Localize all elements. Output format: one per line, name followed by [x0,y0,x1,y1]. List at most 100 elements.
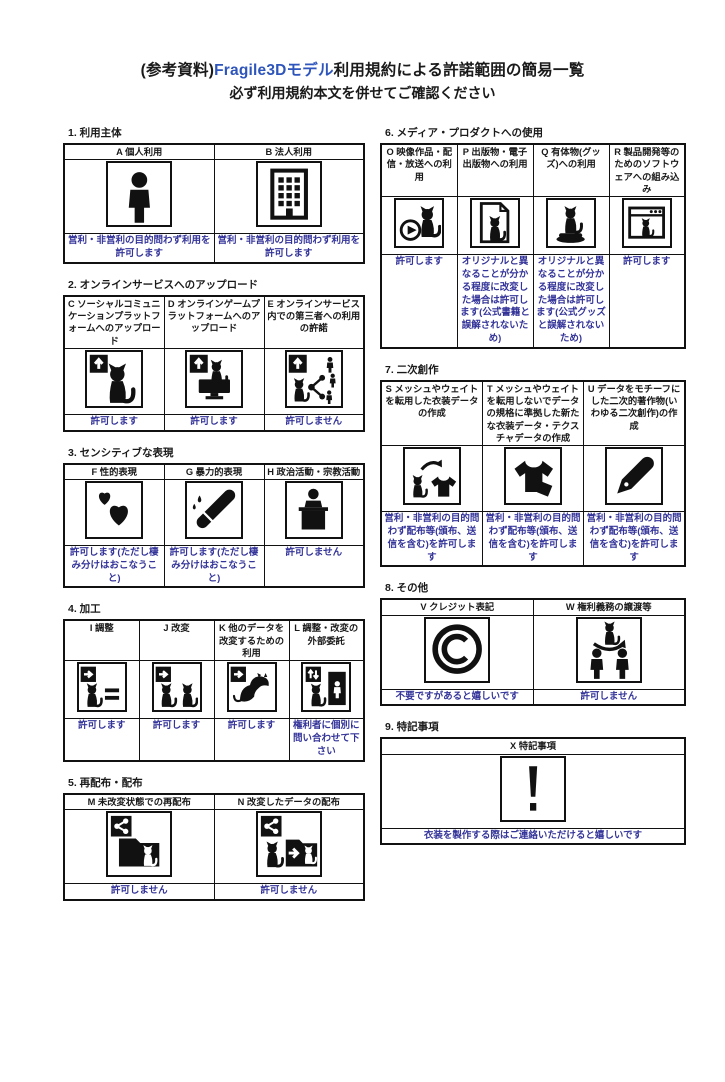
item-R-answer: 許可します [608,254,686,349]
item-J-icon-cell [138,660,215,720]
item-O-icon-cell [380,196,458,256]
item-I-answer: 許可します [63,718,140,762]
item-T-header: T メッシュやウェイトを転用しないでデータの規格に準拠した新たな衣装データ・テク… [481,380,585,447]
item-W-answer: 許可しません [532,688,686,706]
item-P-icon-cell [456,196,534,256]
item-O-answer: 許可します [380,254,458,349]
section-heading: 1. 利用主体 [68,127,122,139]
costume-transfer-icon [402,447,461,506]
costume-new-icon [503,447,562,506]
knife-icon [185,481,243,540]
item-H-answer: 許可しません [263,545,365,588]
item-I-header: I 調整 [63,619,140,662]
item-M-header: M 未改変状態での再配布 [63,793,215,810]
item-T-answer: 営利・非営利の目的問わず配布等(頒布、送信を含む)を許可します [481,511,585,567]
item-S-answer: 営利・非営利の目的問わず配布等(頒布、送信を含む)を許可します [380,511,483,567]
document-cat-icon [470,198,520,249]
item-D-answer: 許可します [163,413,265,432]
exclamation-icon [500,755,566,822]
item-N-icon-cell [213,808,365,884]
section-heading: 8. その他 [385,582,429,595]
item-X-icon-cell [380,753,686,829]
item-S-icon-cell [380,445,483,513]
share-folder-modified-icon [255,810,322,877]
item-I-icon-cell [63,660,140,720]
item-M-answer: 許可しません [63,882,215,901]
software-window-cat-icon [621,198,672,249]
hearts-icon [85,481,144,540]
item-P-header: P 出版物・電子出版物への利用 [456,143,534,198]
title-prefix: (参考資料) [140,62,215,79]
item-B-header: B 法人利用 [213,143,365,161]
section-heading: 7. 二次創作 [385,363,439,376]
item-C-header: C ソーシャルコミュニケーションプラットフォームへのアップロード [63,295,165,349]
transfer-people-icon [575,616,642,683]
item-N-answer: 許可しません [213,882,365,901]
podium-icon [284,481,343,540]
item-V-icon-cell [380,614,534,690]
item-D-icon-cell [163,347,265,415]
figurine-icon [546,198,596,249]
outsource-door-icon [301,662,352,713]
item-A-answer: 営利・非営利の目的問わず利用を許可します [63,233,215,264]
modify-two-cats-icon [151,662,202,713]
item-L-answer: 権利者に個別に問い合わせて下さい [288,718,365,762]
item-W-header: W 権利義務の譲渡等 [532,598,686,616]
pen-icon [605,447,664,506]
item-R-header: R 製品開発等のためのソフトウェアへの組み込み [608,143,686,198]
item-K-answer: 許可します [213,718,290,762]
item-P-answer: オリジナルと異なることが分かる程度に改変した場合は許可します(公式書籍と誤解され… [456,254,534,349]
item-U-answer: 営利・非営利の目的問わず配布等(頒布、送信を含む)を許可します [583,511,686,567]
item-F-answer: 許可します(ただし棲み分けはおこなうこと) [63,545,165,588]
item-X-header: X 特記事項 [380,737,686,755]
item-E-icon-cell [263,347,365,415]
item-R-icon-cell [608,196,686,256]
permission-table: X 特記事項衣装を製作する際はご連絡いただけると嬉しいです [380,737,686,846]
item-V-header: V クレジット表記 [380,598,534,616]
item-E-answer: 許可しません [263,413,365,432]
adjust-cat-icon [76,662,127,713]
item-K-header: K 他のデータを改変するための利用 [213,619,290,662]
title-brand: Fragile3Dモデル [214,62,334,79]
item-X-answer: 衣装を製作する際はご連絡いただけると嬉しいです [380,827,686,845]
item-H-header: H 政治活動・宗教活動 [263,463,365,481]
title-suffix: 利用規約による許諾範囲の簡易一覧 [333,62,585,79]
item-E-header: E オンラインサービス内での第三者への利用の許諾 [263,295,365,349]
building-icon [255,161,322,228]
section-heading: 3. センシティブな表現 [68,446,174,459]
item-L-icon-cell [288,660,365,720]
item-K-icon-cell [213,660,290,720]
item-D-header: D オンラインゲームプラットフォームへのアップロード [163,295,265,349]
item-F-header: F 性的表現 [63,463,165,481]
item-J-answer: 許可します [138,718,215,762]
item-G-header: G 暴力的表現 [163,463,265,481]
upload-monitor-cat-icon [185,349,243,408]
upload-share-people-icon [284,349,343,408]
item-L-header: L 調整・改変の外部委託 [288,619,365,662]
title-line2: 必ず利用規約本文を併せてご確認ください [229,85,496,101]
item-A-icon-cell [63,159,215,235]
copyright-icon [424,616,491,683]
person-icon [106,161,173,228]
section-heading: 5. 再配布・配布 [68,776,143,789]
item-A-header: A 個人利用 [63,143,215,161]
item-J-header: J 改変 [138,619,215,662]
